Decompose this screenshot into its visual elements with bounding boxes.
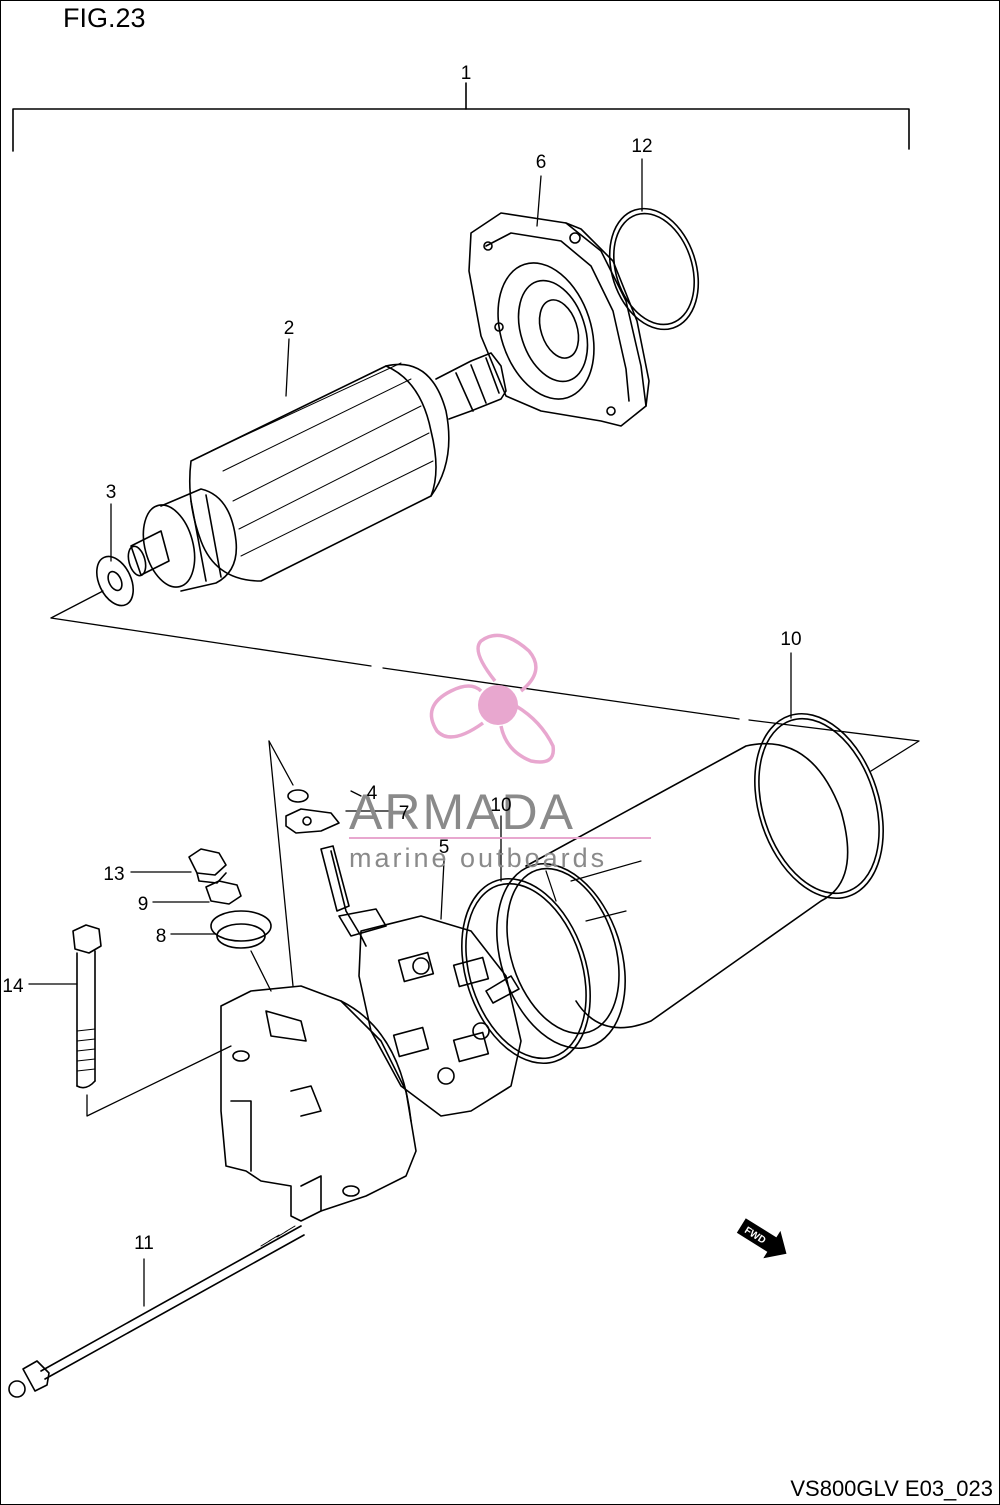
callout-11: 11	[134, 1233, 154, 1254]
callout-14: 14	[2, 976, 24, 997]
front-bracket-part	[468, 212, 650, 427]
nut-part-9	[205, 880, 242, 905]
figure-code: VS800GLV E03_023	[790, 1476, 993, 1501]
callout-13: 13	[103, 864, 124, 885]
housing-o-ring-lower	[461, 877, 591, 1065]
callout-3: 3	[106, 482, 117, 503]
propeller-logo-icon	[429, 633, 556, 764]
callout-12: 12	[631, 136, 652, 157]
rear-housing-part	[220, 985, 417, 1222]
alignment-lines	[50, 590, 920, 1117]
armature-part	[127, 352, 507, 592]
brush-holder-part	[320, 845, 522, 1117]
washer-part	[96, 555, 134, 607]
callout-7: 7	[399, 803, 410, 824]
callout-10-upper: 10	[780, 629, 801, 650]
o-ring-part	[608, 207, 700, 331]
callout-10-lower: 10	[490, 795, 511, 816]
leader-lines	[28, 158, 792, 1307]
assembly-bracket	[12, 82, 910, 152]
small-washer-part	[287, 789, 309, 803]
bolt-part-14	[72, 924, 102, 1089]
nut-part-13	[188, 848, 227, 876]
callout-6: 6	[536, 152, 547, 173]
callout-labels: 1 2 3 4 5 6 7 8 9 10 10 11 12 13 14	[2, 63, 801, 1254]
figure-title: FIG.23	[63, 3, 146, 33]
through-bolt-part-11	[8, 1225, 305, 1398]
callout-5: 5	[439, 837, 450, 858]
callout-2: 2	[284, 318, 295, 339]
fwd-arrow-icon: FWD	[736, 1218, 787, 1259]
housing-o-ring-upper	[754, 712, 884, 900]
watermark-brand: ARMADA	[349, 784, 575, 840]
callout-9: 9	[138, 894, 149, 915]
watermark-tagline: marine outboards	[349, 843, 607, 873]
callout-8: 8	[156, 926, 167, 947]
callout-4: 4	[367, 783, 378, 804]
grommet-part	[210, 910, 272, 942]
callout-1: 1	[461, 63, 472, 84]
terminal-plate-part	[285, 808, 340, 834]
